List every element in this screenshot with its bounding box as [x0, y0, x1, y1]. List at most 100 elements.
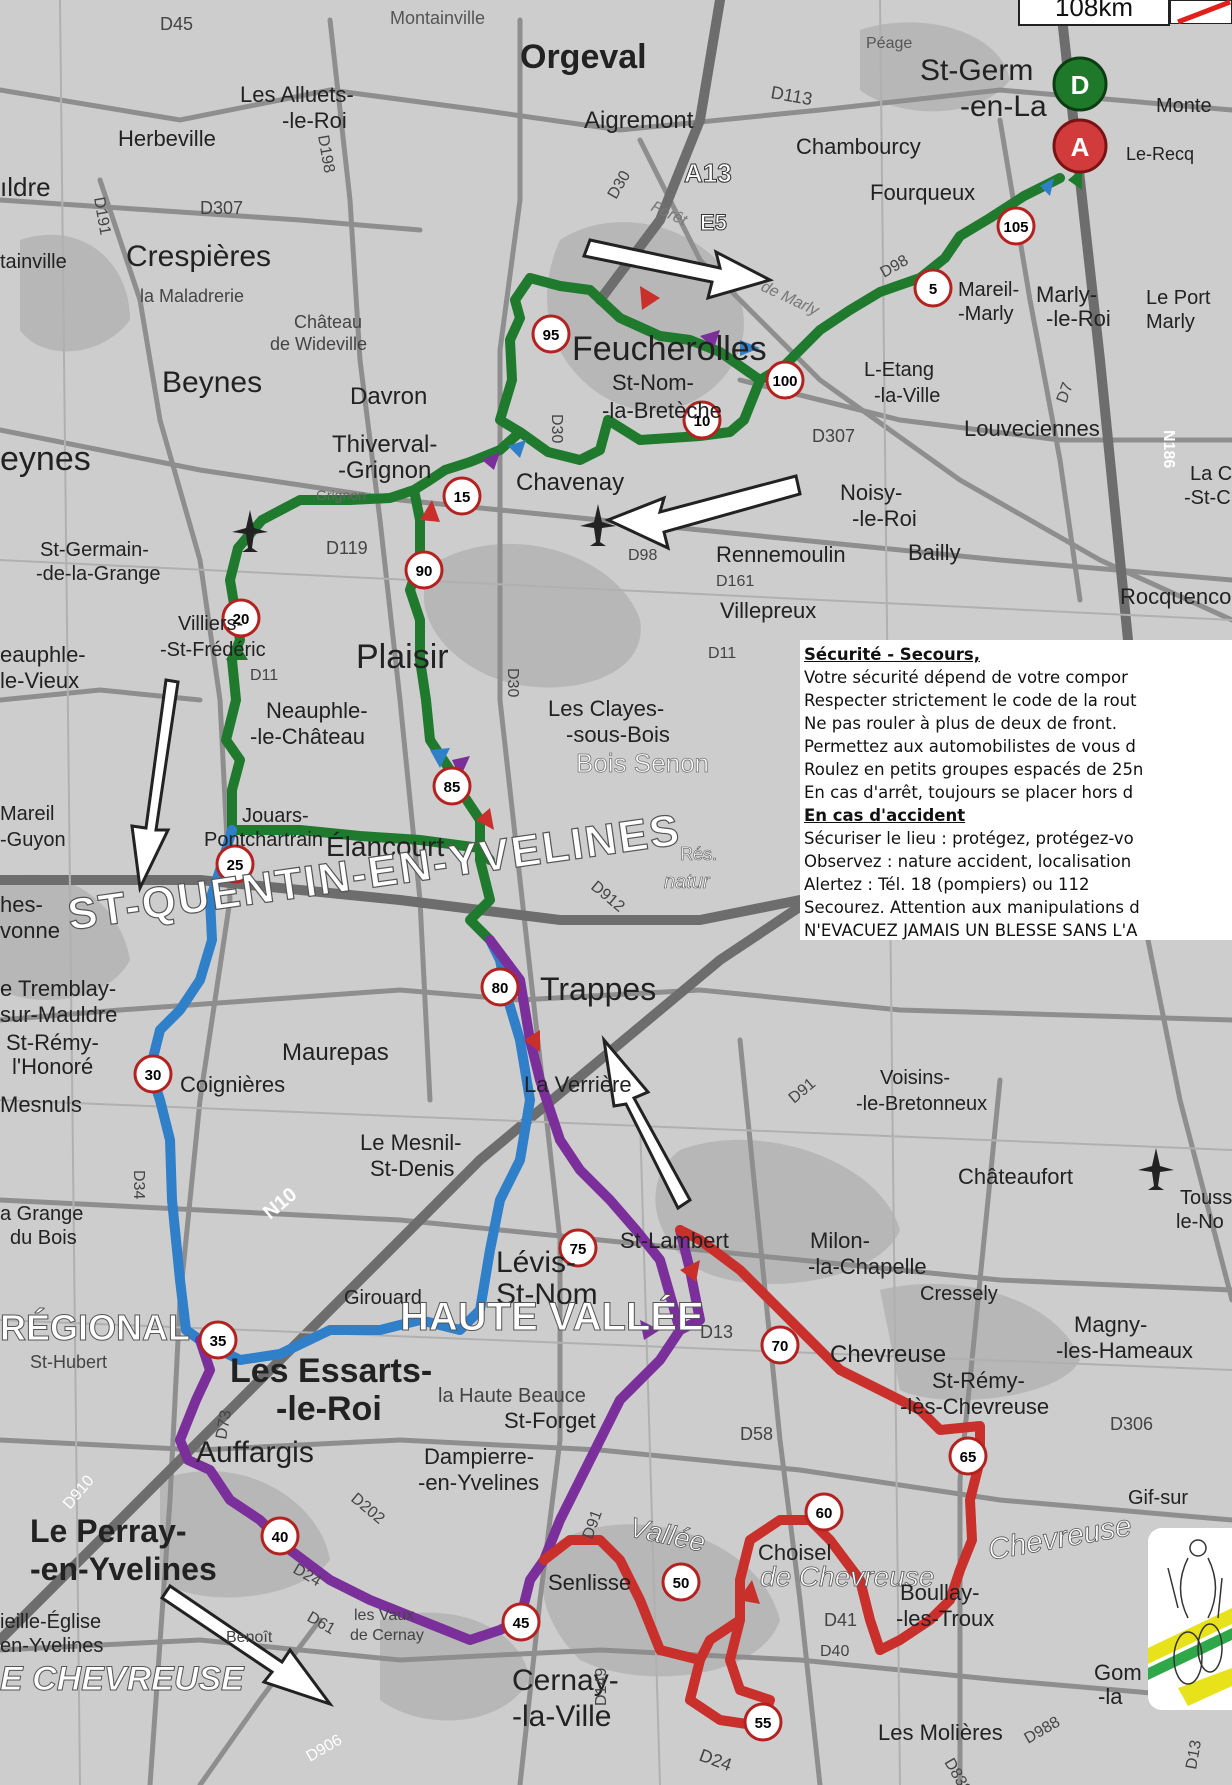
- route-red-west: [539, 1535, 705, 1665]
- place-res-nature: Rés.: [680, 844, 717, 864]
- place-dampierre-a: Dampierre-: [424, 1444, 534, 1469]
- place-gif: Gif-sur: [1128, 1487, 1188, 1509]
- km-marker-105: 105: [996, 206, 1036, 246]
- km-markers: 5 10 15 20 25 30 35 40 45 50 55 60 65 70…: [133, 206, 1036, 1742]
- km-marker-95: 95: [531, 314, 571, 354]
- place-les-vaux-a: les Vaux: [354, 1607, 414, 1624]
- place-chateau: Château: [294, 312, 362, 332]
- place-feucherolles: Feucherolles: [572, 330, 767, 368]
- place-d119: D119: [326, 538, 368, 558]
- place-eauphle: eauphle-: [0, 642, 86, 667]
- place-la-breteche: -la-Bretèche: [602, 398, 722, 423]
- place-trappes: Trappes: [540, 971, 656, 1007]
- place-st-remy-chevreuse-b: -lès-Chevreuse: [900, 1394, 1049, 1419]
- place-st-remy-honore-b: l'Honoré: [12, 1054, 93, 1079]
- route-purple-west: [175, 1335, 525, 1645]
- place-sous-bois: -sous-Bois: [566, 722, 670, 747]
- place-d307-a: D307: [200, 198, 243, 218]
- svg-text:100: 100: [772, 373, 797, 390]
- place-marly-a: -Marly: [958, 303, 1014, 325]
- place-n186: N186: [1160, 430, 1177, 468]
- km-marker-30: 30: [133, 1054, 173, 1094]
- km-marker-75: 75: [558, 1228, 598, 1268]
- accident-title: En cas d'accident: [804, 806, 966, 825]
- arrow-east: [581, 238, 775, 301]
- km-marker-5: 5: [913, 268, 953, 308]
- route-green-cross: [227, 825, 495, 865]
- km-marker-40: 40: [260, 1516, 300, 1556]
- arrow-south: [130, 678, 180, 894]
- place-st-germain-grange-a: St-Germain-: [40, 539, 149, 561]
- place-la-haute-beauce: la Haute Beauce: [438, 1385, 586, 1407]
- place-d307-b: D307: [812, 426, 855, 446]
- place-d7: D7: [1054, 380, 1077, 405]
- place-le-port: Le Port: [1146, 287, 1211, 309]
- svg-text:95: 95: [543, 327, 560, 344]
- place-d58: D58: [740, 1424, 773, 1444]
- place-a13: A13: [684, 158, 732, 188]
- place-chevreuse: Chevreuse: [830, 1341, 946, 1368]
- svg-text:105: 105: [1003, 219, 1028, 236]
- place-tremblay-b: sur-Mauldre: [0, 1002, 117, 1027]
- place-le-mesnil: Le Mesnil-: [360, 1130, 461, 1155]
- svg-text:75: 75: [570, 1241, 587, 1258]
- safety-line: Respecter strictement le code de la rout: [804, 691, 1137, 710]
- place-montainville: Montainville: [390, 8, 485, 28]
- km-marker-90: 90: [404, 550, 444, 590]
- place-villiers: Villiers-: [178, 613, 243, 635]
- place-les-vaux-b: de Cernay: [350, 1627, 424, 1644]
- place-magny-b: -les-Hameaux: [1056, 1338, 1193, 1363]
- place-cressely: Cressely: [920, 1283, 998, 1305]
- airport-icon: [232, 504, 1174, 1190]
- km-marker-55: 55: [743, 1702, 783, 1742]
- place-d11-b: D11: [708, 645, 736, 662]
- place-st-germain-b: -en-La: [960, 90, 1047, 123]
- place-toussus-a: Toussu: [1180, 1187, 1232, 1209]
- place-monte: Monte: [1156, 95, 1212, 117]
- finish-marker: A: [1052, 118, 1108, 174]
- total-distance-label: 108km: [1018, 0, 1170, 26]
- place-haute-vallee: HAUTE VALLÉE: [400, 1294, 704, 1339]
- cycling-club-logo: [1148, 1528, 1232, 1710]
- place-bois-senon: Bois Senon: [576, 748, 709, 778]
- place-maladrerie: la Maladrerie: [140, 286, 244, 306]
- place-le-perray-b: -en-Yvelines: [30, 1551, 217, 1587]
- place-d45: D45: [160, 14, 193, 34]
- km-marker-50: 50: [661, 1562, 701, 1602]
- place-e5: E5: [700, 210, 727, 235]
- place-benoit: Benoît: [226, 1629, 273, 1646]
- place-d40: D40: [820, 1643, 849, 1660]
- place-d41: D41: [824, 1610, 857, 1630]
- place-marly-le-roi-b: -le-Roi: [1046, 306, 1111, 331]
- place-guyon: -Guyon: [0, 829, 66, 851]
- accident-line: N'EVACUEZ JAMAIS UN BLESSE SANS L'A: [804, 921, 1138, 940]
- accident-line: Secourez. Attention aux manipulations d: [804, 898, 1140, 917]
- place-beynes: Beynes: [162, 366, 262, 399]
- place-st-forget: St-Forget: [504, 1408, 596, 1433]
- place-coignieres: Coignières: [180, 1072, 285, 1097]
- safety-line: Votre sécurité dépend de votre compor: [804, 668, 1128, 687]
- place-vieille-eglise-b: en-Yvelines: [0, 1635, 103, 1657]
- place-marly-b: Marly: [1146, 311, 1195, 333]
- place-d30-c: D30: [504, 668, 521, 697]
- safety-panel: Sécurité - Secours, Votre sécurité dépen…: [800, 640, 1232, 940]
- km-marker-25: 25: [215, 844, 255, 884]
- place-mesnuls: Mesnuls: [0, 1092, 82, 1117]
- place-rocquencourt: Rocquencou: [1120, 584, 1232, 609]
- place-les-essarts-a: Les Essarts-: [230, 1352, 432, 1390]
- place-noisy: Noisy-: [840, 480, 902, 505]
- place-la-ville: -la-Ville: [874, 385, 940, 407]
- route-purple-south: [515, 1325, 685, 1625]
- place-du-bois: du Bois: [10, 1227, 77, 1249]
- km-marker-10: 10: [682, 400, 722, 440]
- place-chevreuse-bottom: E CHEVREUSE: [0, 1660, 245, 1698]
- svg-text:A: A: [1071, 132, 1090, 162]
- route-blue-south: [195, 935, 535, 1365]
- place-fourqueux: Fourqueux: [870, 180, 975, 205]
- place-d13-b: D13: [1183, 1739, 1205, 1771]
- place-dampierre-b: -en-Yvelines: [418, 1470, 539, 1495]
- accident-line: Sécuriser le lieu : protégez, protégez-v…: [804, 829, 1134, 848]
- place-d306: D306: [1110, 1414, 1153, 1434]
- place-les-molieres: Les Molières: [878, 1720, 1003, 1745]
- svg-text:30: 30: [145, 1067, 162, 1084]
